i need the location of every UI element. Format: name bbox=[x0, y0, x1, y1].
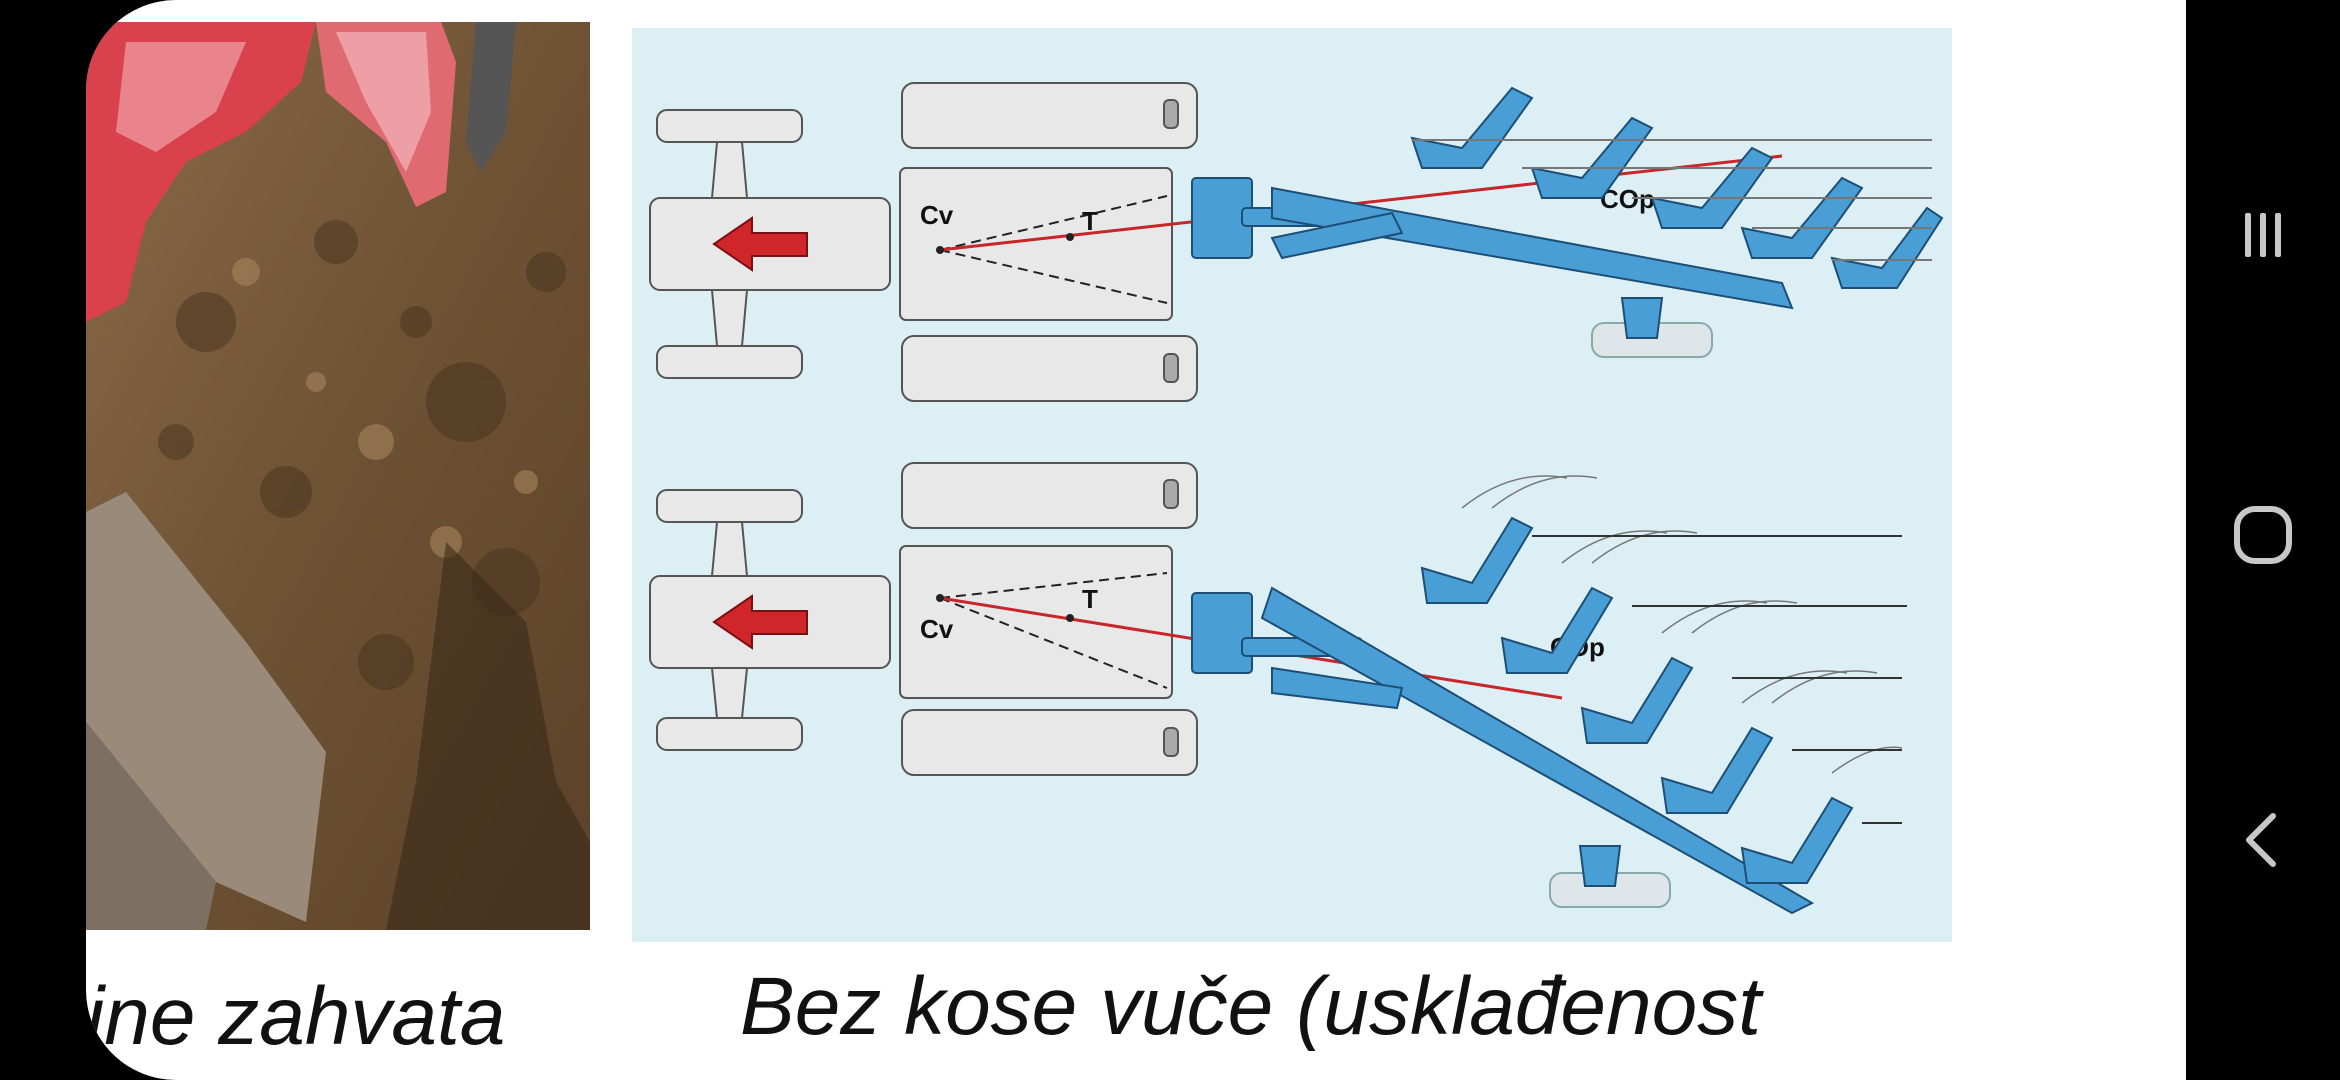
presentation-slide: Cv T COp bbox=[86, 0, 2186, 1080]
plough-soil-photo bbox=[86, 22, 590, 930]
diagram-bottom-tractor bbox=[649, 462, 1198, 776]
label-cv-top: Cv bbox=[920, 200, 954, 230]
label-t-bottom: T bbox=[1082, 584, 1098, 614]
back-icon bbox=[2246, 813, 2276, 867]
system-navigation-bar bbox=[2186, 0, 2340, 1080]
back-button[interactable] bbox=[2186, 780, 2340, 900]
home-icon bbox=[2234, 506, 2292, 564]
recents-icon bbox=[2245, 213, 2281, 257]
right-slide-caption: Bez kose vuče (usklađenost bbox=[740, 961, 1761, 1052]
travel-direction-arrow-bottom bbox=[712, 594, 808, 650]
label-cv-bottom: Cv bbox=[920, 614, 954, 644]
diagram-top-tractor bbox=[649, 82, 1198, 402]
left-slide-caption: ine zahvata bbox=[86, 971, 506, 1062]
plough-hitch-diagram: Cv T COp bbox=[632, 28, 1952, 942]
plough-bottom bbox=[1191, 516, 1854, 915]
home-button[interactable] bbox=[2186, 475, 2340, 595]
label-t-top: T bbox=[1082, 206, 1098, 236]
travel-direction-arrow-top bbox=[712, 216, 808, 272]
recents-button[interactable] bbox=[2186, 175, 2340, 295]
